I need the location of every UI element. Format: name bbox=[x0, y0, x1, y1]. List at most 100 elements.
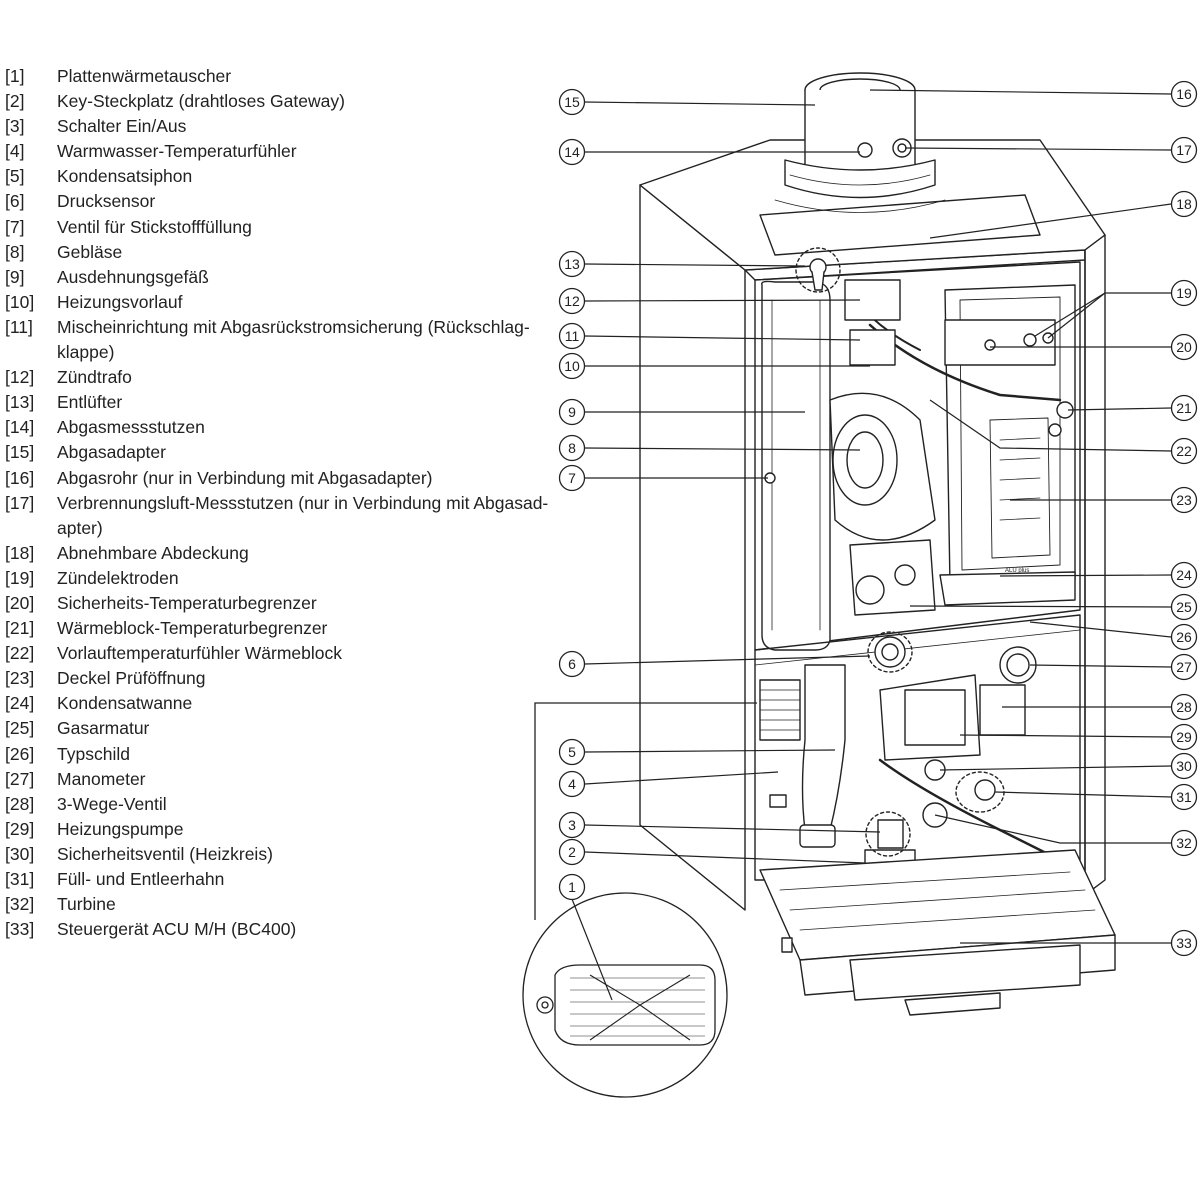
callout-number: 28 bbox=[1176, 699, 1192, 715]
legend-label: Vorlauftemperaturfühler Wärmeblock bbox=[57, 643, 342, 664]
callout-number: 33 bbox=[1176, 935, 1192, 951]
callout-circle bbox=[1170, 279, 1198, 307]
legend-item: [8]Gebläse bbox=[5, 240, 565, 265]
callout-circle bbox=[558, 811, 586, 839]
legend-label: Warmwasser-Temperaturfühler bbox=[57, 141, 297, 162]
callout-circle bbox=[558, 434, 586, 462]
legend-label: Deckel Prüföffnung bbox=[57, 668, 206, 689]
leader-line-26 bbox=[1029, 621, 1172, 638]
legend-number: [19] bbox=[5, 567, 35, 588]
callout-circle bbox=[1170, 653, 1198, 681]
callout-number: 4 bbox=[568, 776, 576, 792]
callout-22: 22 bbox=[1170, 437, 1198, 465]
leader-line-32 bbox=[934, 814, 1171, 844]
callout-number: 29 bbox=[1176, 729, 1192, 745]
callout-32: 32 bbox=[1170, 829, 1198, 857]
callout-number: 8 bbox=[568, 440, 576, 456]
legend-number: [17] bbox=[5, 492, 35, 513]
legend-number: [33] bbox=[5, 919, 35, 940]
legend-number: [9] bbox=[5, 266, 25, 287]
fan bbox=[832, 414, 898, 506]
legend-item: [20] Sicherheits-Temperaturbegrenzer bbox=[5, 591, 565, 616]
legend-number: [5] bbox=[5, 166, 25, 187]
legend-number: [27] bbox=[5, 768, 35, 789]
legend-item: [18]Abnehmbare Abdeckung bbox=[5, 541, 565, 566]
callout-14: 14 bbox=[558, 138, 586, 166]
callout-number: 10 bbox=[564, 358, 580, 374]
legend-number: [7] bbox=[5, 216, 25, 237]
detail-ring-vent bbox=[795, 247, 841, 293]
legend-number: [4] bbox=[5, 141, 25, 162]
legend-label: Turbine bbox=[57, 894, 116, 915]
legend-item: [27] Manometer bbox=[5, 767, 565, 792]
callout-number: 13 bbox=[564, 256, 580, 272]
boiler-illustration: ALU plus bbox=[639, 72, 1116, 1016]
legend-item: [33]Steuergerät ACU M/H (BC400) bbox=[5, 917, 565, 942]
callout-circle bbox=[558, 88, 586, 116]
on-off-switch bbox=[877, 819, 904, 849]
callout-number: 17 bbox=[1176, 142, 1192, 158]
legend-label: Manometer bbox=[57, 768, 146, 789]
legend-label: Abgasrohr (nur in Verbindung mit Abgasad… bbox=[57, 467, 433, 488]
legend-item: [2] Key-Steckplatz (drahtloses Gateway) bbox=[5, 89, 565, 114]
legend-label: Sicherheits-Temperaturbegrenzer bbox=[57, 592, 317, 613]
callout-circle bbox=[558, 352, 586, 380]
callout-27: 27 bbox=[1170, 653, 1198, 681]
leader-line-16 bbox=[869, 89, 1172, 95]
leader-line-31 bbox=[994, 791, 1172, 798]
legend-item: [3]Schalter Ein/Aus bbox=[5, 114, 565, 139]
callout-12: 12 bbox=[558, 287, 586, 315]
callout-circle bbox=[558, 398, 586, 426]
callout-circle bbox=[1170, 190, 1198, 218]
callout-26: 26 bbox=[1170, 623, 1198, 651]
callout-number: 27 bbox=[1176, 659, 1192, 675]
mixing-device bbox=[849, 329, 896, 366]
leader-line-3 bbox=[584, 824, 881, 833]
fill-drain-tap bbox=[974, 779, 996, 801]
callout-circle bbox=[1170, 561, 1198, 589]
leader-line-5 bbox=[584, 749, 836, 753]
callout-number: 1 bbox=[568, 879, 576, 895]
condensate-siphon bbox=[801, 664, 846, 831]
callout-number: 18 bbox=[1176, 196, 1192, 212]
callout-circle bbox=[1170, 829, 1198, 857]
callout-number: 21 bbox=[1176, 400, 1192, 416]
callout-circle bbox=[1170, 394, 1198, 422]
callout-number: 6 bbox=[568, 656, 576, 672]
legend-number: [24] bbox=[5, 693, 35, 714]
leader-line-24 bbox=[999, 574, 1172, 577]
callout-16: 16 bbox=[1170, 80, 1198, 108]
callout-circle bbox=[1170, 437, 1198, 465]
callout-9: 9 bbox=[558, 398, 586, 426]
inspection-cover bbox=[989, 417, 1051, 559]
legend-label: Kondensatsiphon bbox=[57, 166, 193, 187]
leader-line-30 bbox=[939, 765, 1172, 771]
legend-item: [4] Warmwasser-Temperaturfühler bbox=[5, 139, 565, 164]
callout-19: 19 bbox=[1170, 279, 1198, 307]
legend-item: [14]Abgasmessstutzen bbox=[5, 415, 565, 440]
callout-circle bbox=[558, 464, 586, 492]
legend-item: [28]3-Wege-Ventil bbox=[5, 792, 565, 817]
callout-7: 7 bbox=[558, 464, 586, 492]
legend-item: [10]Heizungsvorlauf bbox=[5, 290, 565, 315]
callout-11: 11 bbox=[558, 322, 586, 350]
legend-label: Drucksensor bbox=[57, 191, 156, 212]
callout-number: 12 bbox=[564, 293, 580, 309]
legend-number: [20] bbox=[5, 592, 35, 613]
legend-item: [16] Abgasrohr (nur in Verbindung mit Abg… bbox=[5, 466, 565, 491]
callout-3: 3 bbox=[558, 811, 586, 839]
callout-circle bbox=[1170, 723, 1198, 751]
callout-circle bbox=[1170, 623, 1198, 651]
callout-circle bbox=[1170, 333, 1198, 361]
legend-item: [26]Typschild bbox=[5, 742, 565, 767]
leader-line-4 bbox=[584, 771, 779, 785]
callout-24: 24 bbox=[1170, 561, 1198, 589]
legend-number: [15] bbox=[5, 442, 35, 463]
legend-number: [2] bbox=[5, 91, 25, 112]
legend-label: Key-Steckplatz (drahtloses Gateway) bbox=[57, 91, 345, 112]
three-way-valve bbox=[979, 684, 1026, 736]
callout-23: 23 bbox=[1170, 486, 1198, 514]
legend-number: [16] bbox=[5, 467, 35, 488]
legend-number: [6] bbox=[5, 191, 25, 212]
